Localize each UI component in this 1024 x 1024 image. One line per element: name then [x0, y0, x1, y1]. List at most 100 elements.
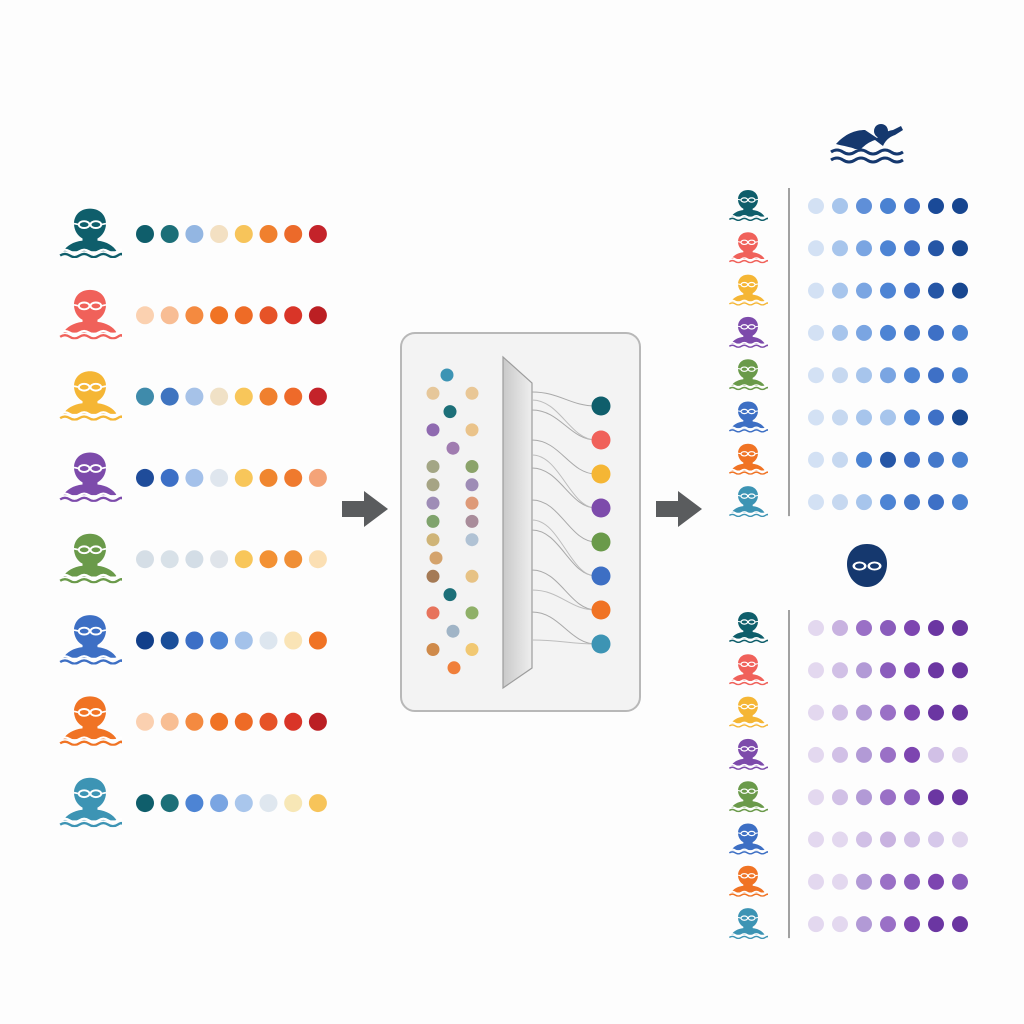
feature-dot [160, 387, 179, 406]
embedding-dot [904, 367, 920, 384]
model-feature-dot [429, 551, 443, 565]
feature-dot [308, 306, 327, 325]
feature-dot [259, 387, 278, 406]
swimmer-avatar-icon [728, 738, 768, 770]
swimmer-avatar-icon [728, 316, 768, 348]
output-node [591, 464, 611, 484]
model-feature-dot [465, 569, 479, 583]
embedding-dot [952, 789, 968, 806]
embedding-dot [808, 198, 824, 214]
swimmer-avatar-icon [58, 207, 122, 258]
output-row [728, 822, 968, 855]
embedding-dot [832, 409, 848, 426]
embedding-dot [880, 240, 896, 257]
model-feature-dot [426, 569, 440, 583]
input-row [58, 613, 327, 665]
embedding-dot [856, 324, 872, 341]
swimmer-avatar-icon [728, 485, 768, 518]
connection-line [531, 499, 597, 543]
feature-dot [210, 387, 229, 406]
model-feature-dot [465, 643, 479, 656]
embedding-dot [832, 704, 848, 721]
feature-dot [160, 631, 179, 650]
model-feature-dot [465, 478, 479, 492]
output-node [591, 430, 611, 450]
swimmer-avatar-icon [58, 451, 122, 502]
model-feature-dot [426, 423, 440, 437]
output-row [728, 231, 968, 264]
embedding-dot [832, 789, 848, 806]
embedding-dot [808, 451, 824, 468]
model-feature-dot [443, 405, 457, 419]
embedding-dot [880, 367, 896, 384]
feature-dot [185, 225, 204, 243]
embedding-dot [952, 409, 968, 426]
output-row [728, 780, 968, 813]
feature-dot [185, 631, 204, 650]
embedding-dot [856, 789, 872, 806]
input-row [58, 776, 327, 828]
feature-dot [234, 550, 253, 569]
feature-dot [210, 468, 229, 487]
output-row [728, 443, 968, 475]
swimmer-avatar-icon [728, 358, 768, 391]
model-feature-dot [440, 368, 454, 382]
embedding-dot [832, 240, 848, 257]
embedding-dot [952, 873, 968, 890]
model-feature-dot [447, 661, 461, 675]
embedding-dot [928, 409, 944, 426]
connection-line [531, 391, 597, 407]
feature-dot [308, 712, 327, 731]
embedding-dot [952, 662, 968, 679]
embedding-dot [832, 324, 848, 341]
feature-dot [308, 468, 327, 487]
feature-dot [308, 225, 327, 243]
swimmer-avatar-icon [58, 532, 122, 584]
feature-dot [284, 550, 303, 569]
swimmer-avatar-icon [728, 653, 768, 686]
feature-dot [185, 794, 204, 813]
embedding-dot [856, 451, 872, 468]
feature-dot [185, 468, 204, 487]
feature-dot [284, 631, 303, 650]
feature-dot [259, 306, 278, 325]
feature-dot [284, 794, 303, 813]
output-row [728, 485, 968, 518]
feature-dot [160, 306, 179, 325]
embedding-dot [880, 831, 896, 848]
embedding-dot [880, 746, 896, 763]
output-row [728, 907, 968, 940]
swimmer-avatar-icon [728, 189, 768, 221]
output-row [728, 695, 968, 728]
output-row [728, 611, 968, 643]
swimmer-avatar-icon [58, 695, 122, 746]
connection-line [531, 519, 597, 577]
embedding-dot [856, 831, 872, 848]
output-row [728, 316, 968, 348]
feature-dot [234, 306, 253, 325]
feature-dot [136, 550, 154, 569]
feature-dot [160, 225, 179, 243]
feature-dot [136, 794, 154, 813]
embedding-dot [880, 620, 896, 636]
connection-line [531, 454, 597, 509]
embedding-dot [904, 324, 920, 341]
swimmer-avatar-icon [728, 273, 768, 306]
feature-dot [136, 387, 154, 406]
model-feature-dot [443, 588, 457, 602]
feature-dot [284, 306, 303, 325]
feature-dot [308, 387, 327, 406]
embedding-dot [856, 367, 872, 384]
embedding-dot [808, 704, 824, 721]
model-panel [400, 332, 641, 712]
embedding-dot [808, 409, 824, 426]
input-row [58, 288, 327, 340]
feature-dot [210, 550, 229, 569]
embedding-dot [856, 620, 872, 636]
feature-dot [308, 794, 327, 813]
embedding-dot [928, 789, 944, 806]
embedding-dot [928, 324, 944, 341]
embedding-dot [832, 873, 848, 890]
model-feature-dot [465, 606, 479, 620]
